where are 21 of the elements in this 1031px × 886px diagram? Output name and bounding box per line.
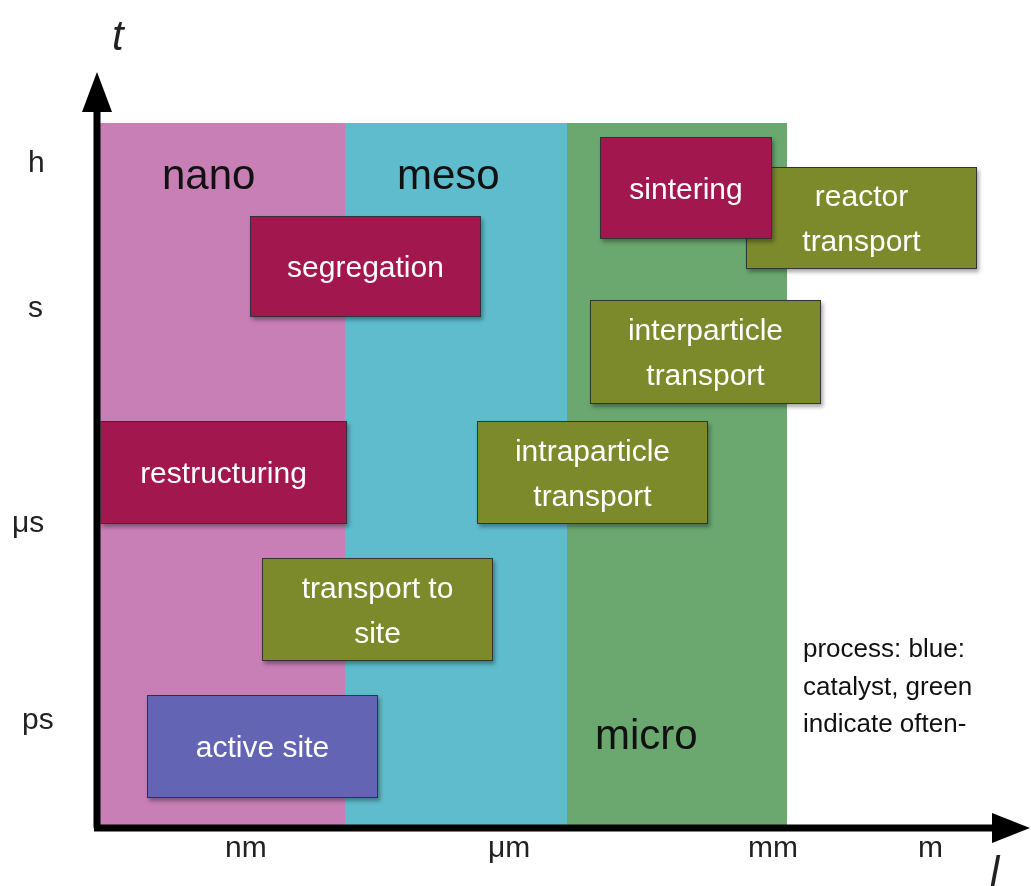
process-box: segregation bbox=[250, 216, 481, 317]
tick-label: mm bbox=[748, 830, 798, 864]
axis-title: l bbox=[990, 848, 1000, 886]
process-box: sintering bbox=[600, 137, 772, 239]
band-title: nano bbox=[162, 151, 256, 199]
process-box: transport to site bbox=[262, 558, 493, 661]
tick-label: h bbox=[28, 145, 45, 179]
tick-label: nm bbox=[225, 830, 267, 864]
band-title: meso bbox=[397, 151, 500, 199]
process-box: reactor transport bbox=[746, 167, 977, 269]
process-box: active site bbox=[147, 695, 378, 798]
band-title: micro bbox=[595, 711, 698, 759]
process-box: interparticle transport bbox=[590, 300, 821, 404]
note-text: process: blue: catalyst, green indicate often- bbox=[803, 632, 974, 741]
tick-label: μs bbox=[12, 505, 45, 539]
tick-label: μm bbox=[488, 830, 531, 864]
tick-label: m bbox=[918, 830, 943, 864]
tick-label: s bbox=[28, 290, 43, 324]
axis-title: t bbox=[112, 12, 124, 60]
process-box: intraparticle transport bbox=[477, 421, 708, 524]
tick-label: ps bbox=[22, 702, 54, 736]
